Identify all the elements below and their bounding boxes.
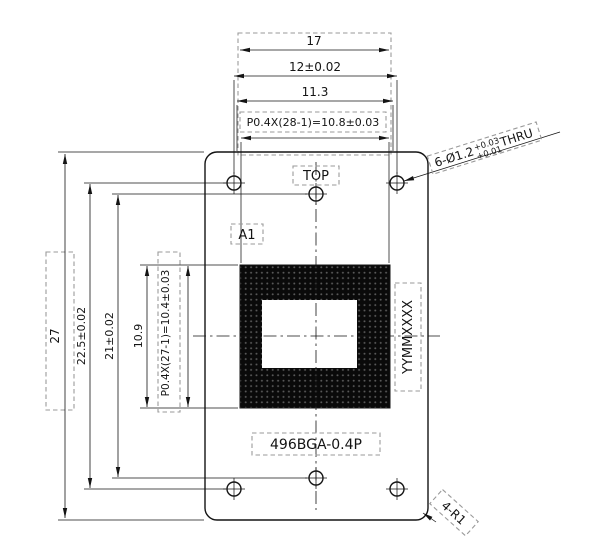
dim-width-overall-text: 17 xyxy=(306,34,321,48)
lid-outline-dashed xyxy=(237,32,392,156)
dim-width-overall: 17 xyxy=(240,34,389,53)
hole-callout-quantity-text: 6-Ø1.2 xyxy=(433,144,476,169)
label-pin-a1: A1 xyxy=(230,223,264,245)
dim-height-holes: 22.5±0.02 xyxy=(75,182,226,490)
dim-height-center-holes-text: 21±0.02 xyxy=(103,312,116,360)
label-marking-highlight-box xyxy=(394,282,422,392)
label-a1-text: A1 xyxy=(238,228,255,243)
dim-width-holes-text: 12±0.02 xyxy=(289,60,341,74)
dim-pitch-x: P0.4X(28-1)=10.8±0.03 xyxy=(239,111,390,263)
dim-height-center-holes: 21±0.02 xyxy=(103,193,307,479)
dim-height-holes-text: 22.5±0.02 xyxy=(75,307,88,365)
mounting-hole-bottom-center xyxy=(305,467,327,489)
dim-height-overall-text: 27 xyxy=(48,328,62,343)
dim-pitch-y-highlight-box xyxy=(157,251,181,413)
dim-pitch-y-text: P0.4X(27-1)=10.4±0.03 xyxy=(160,270,172,397)
label-top-text: TOP xyxy=(302,169,329,184)
dim-width-body: 11.3 xyxy=(236,85,394,151)
label-marking-text: YYMMXXXX xyxy=(401,300,416,375)
mounting-hole-top-left xyxy=(223,172,245,194)
mounting-hole-bottom-right xyxy=(386,478,408,500)
dim-width-body-text: 11.3 xyxy=(302,85,329,99)
dim-height-overall: 27 xyxy=(48,151,204,521)
dim-width-holes: 12±0.02 xyxy=(233,60,398,174)
dim-pitch-x-text: P0.4X(28-1)=10.8±0.03 xyxy=(247,116,380,129)
dim-height-body: 10.9 xyxy=(132,264,238,409)
dim-height-overall-highlight-box xyxy=(45,251,75,411)
dim-height-body-text: 10.9 xyxy=(132,324,145,349)
mounting-hole-top-right xyxy=(386,172,408,194)
label-part-number-text: 496BGA-0.4P xyxy=(270,437,362,453)
label-part-number-highlight-box xyxy=(251,432,381,456)
mounting-hole-bottom-left xyxy=(223,478,245,500)
corner-radius-text: 4-R1 xyxy=(439,498,469,527)
label-part-number: 496BGA-0.4P xyxy=(251,432,381,456)
corner-radius-highlight-box xyxy=(429,488,479,537)
bga-ball-array xyxy=(239,264,391,409)
hole-callout-leader xyxy=(403,131,561,182)
label-marking: YYMMXXXX xyxy=(394,282,422,392)
label-top-highlight-box xyxy=(292,165,340,186)
mounting-hole-top-center xyxy=(305,183,327,205)
corner-radius-callout: 4-R1 xyxy=(422,488,479,537)
array-center-window xyxy=(262,300,357,368)
label-a1-highlight-box xyxy=(230,223,264,245)
label-top-orientation: TOP xyxy=(292,165,340,186)
dim-pitch-y: P0.4X(27-1)=10.4±0.03 xyxy=(157,251,191,413)
